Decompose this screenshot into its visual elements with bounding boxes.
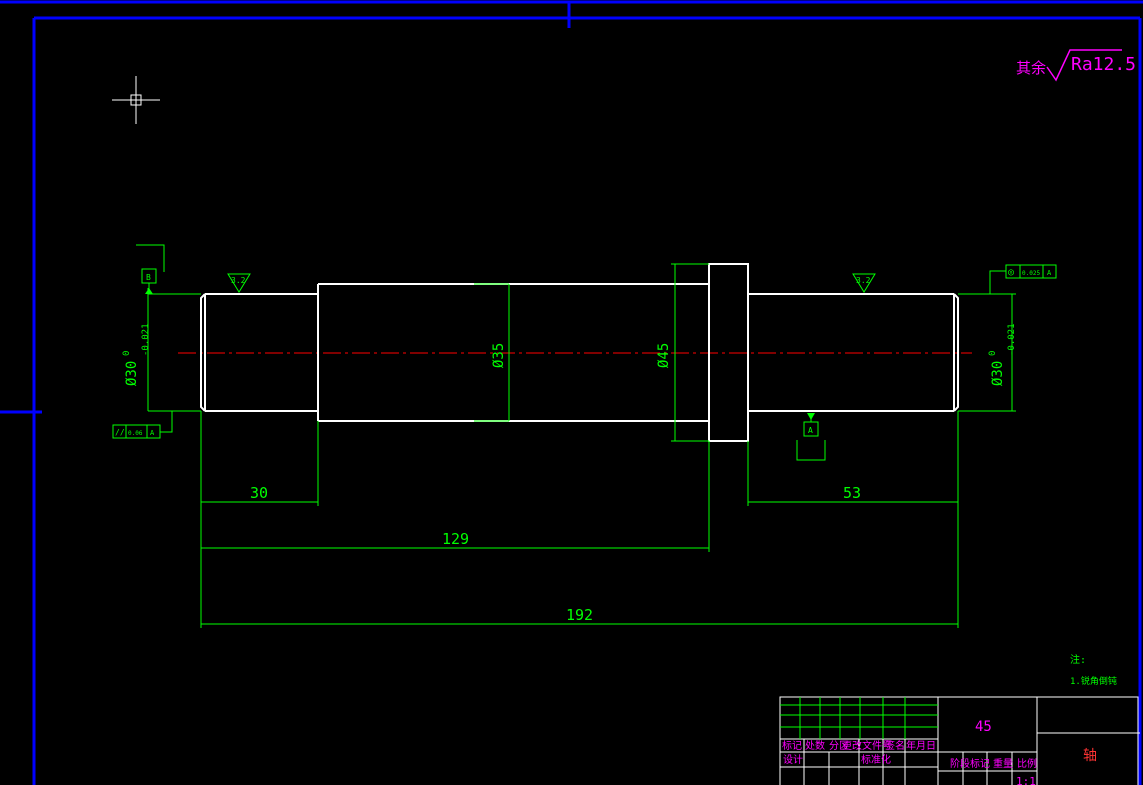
concentric-datum: A — [1047, 269, 1052, 277]
diameter-dimension-lines — [147, 263, 1016, 442]
label-doc: 更改文件号 — [842, 739, 892, 752]
concentricity-tolerance-frame: ◎ 0.025 A — [989, 264, 1057, 294]
dim-overall: 192 — [566, 606, 593, 624]
datum-b-label: B — [146, 273, 151, 282]
parallel-value: 0.06 — [128, 430, 143, 437]
roughness-value: Ra12.5 — [1071, 54, 1136, 75]
scale-value: 1:1 — [1016, 775, 1036, 785]
left-tol-upper: 0 — [122, 351, 132, 356]
title-block — [779, 696, 1140, 785]
label-zone: 分区 — [829, 740, 849, 752]
roughness-prefix: 其余 — [1016, 59, 1046, 77]
label-date: 年月日 — [906, 739, 936, 752]
notes-heading: 注: — [1070, 653, 1086, 666]
collar-diameter: Ø45 — [656, 343, 672, 368]
left-diameter-value: Ø30 — [124, 361, 140, 386]
left-journal-diameter: Ø30 0 -0.021 — [122, 323, 151, 386]
title-block-labels: 标记 处数 分区 更改文件号 签名 年月日 设计 标准化 阶段标记 重量 比例 … — [782, 739, 1037, 785]
label-sign: 签名 — [885, 739, 905, 752]
collar-diameter-value: Ø45 — [656, 343, 672, 368]
right-journal-diameter: Ø30 0 -0.021 — [988, 323, 1017, 386]
dim-right-step: 53 — [843, 484, 861, 502]
label-mark: 标记 — [782, 740, 802, 752]
label-stage: 阶段标记 — [950, 757, 990, 770]
label-weight: 重量 — [993, 757, 1013, 770]
roughness-general-note: 其余 Ra12.5 — [1016, 49, 1136, 82]
datum-b: B — [136, 244, 165, 294]
label-standard: 标准化 — [861, 753, 891, 766]
roughness-symbol-left: 3.2 — [227, 273, 251, 293]
datum-a-label: A — [808, 426, 813, 435]
title-block-grid — [780, 697, 938, 739]
parallelism-tolerance-frame: // 0.06 A — [112, 411, 173, 439]
right-tol-upper: 0 — [988, 351, 998, 356]
roughness-right-value: 3.2 — [856, 276, 871, 285]
dim-left-step: 30 — [250, 484, 268, 502]
left-tol-lower: -0.021 — [141, 323, 151, 356]
datum-a: A — [796, 413, 826, 461]
material-value: 45 — [975, 719, 992, 735]
roughness-left-value: 3.2 — [231, 276, 246, 285]
middle-diameter-value: Ø35 — [491, 343, 507, 368]
part-name: 轴 — [1083, 748, 1097, 764]
label-design: 设计 — [783, 753, 803, 766]
label-count: 处数 — [805, 739, 825, 752]
right-diameter-value: Ø30 — [990, 361, 1006, 386]
parallel-datum: A — [150, 429, 155, 437]
roughness-symbol-icon — [1046, 49, 1122, 82]
right-tol-lower: -0.021 — [1007, 323, 1017, 356]
middle-diameter: Ø35 — [491, 343, 507, 368]
dim-to-collar: 129 — [442, 530, 469, 548]
length-dimension-lines — [200, 411, 959, 628]
crosshair-cursor-icon[interactable] — [112, 76, 160, 124]
label-scale: 比例 — [1017, 757, 1037, 770]
roughness-symbol-right: 3.2 — [852, 273, 876, 293]
parallel-symbol-icon: // — [115, 428, 125, 437]
concentric-value: 0.025 — [1022, 270, 1040, 277]
shaft-outline — [200, 263, 959, 442]
notes-line-1: 1.锐角倒钝 — [1070, 675, 1117, 687]
concentric-symbol-icon: ◎ — [1008, 267, 1014, 278]
